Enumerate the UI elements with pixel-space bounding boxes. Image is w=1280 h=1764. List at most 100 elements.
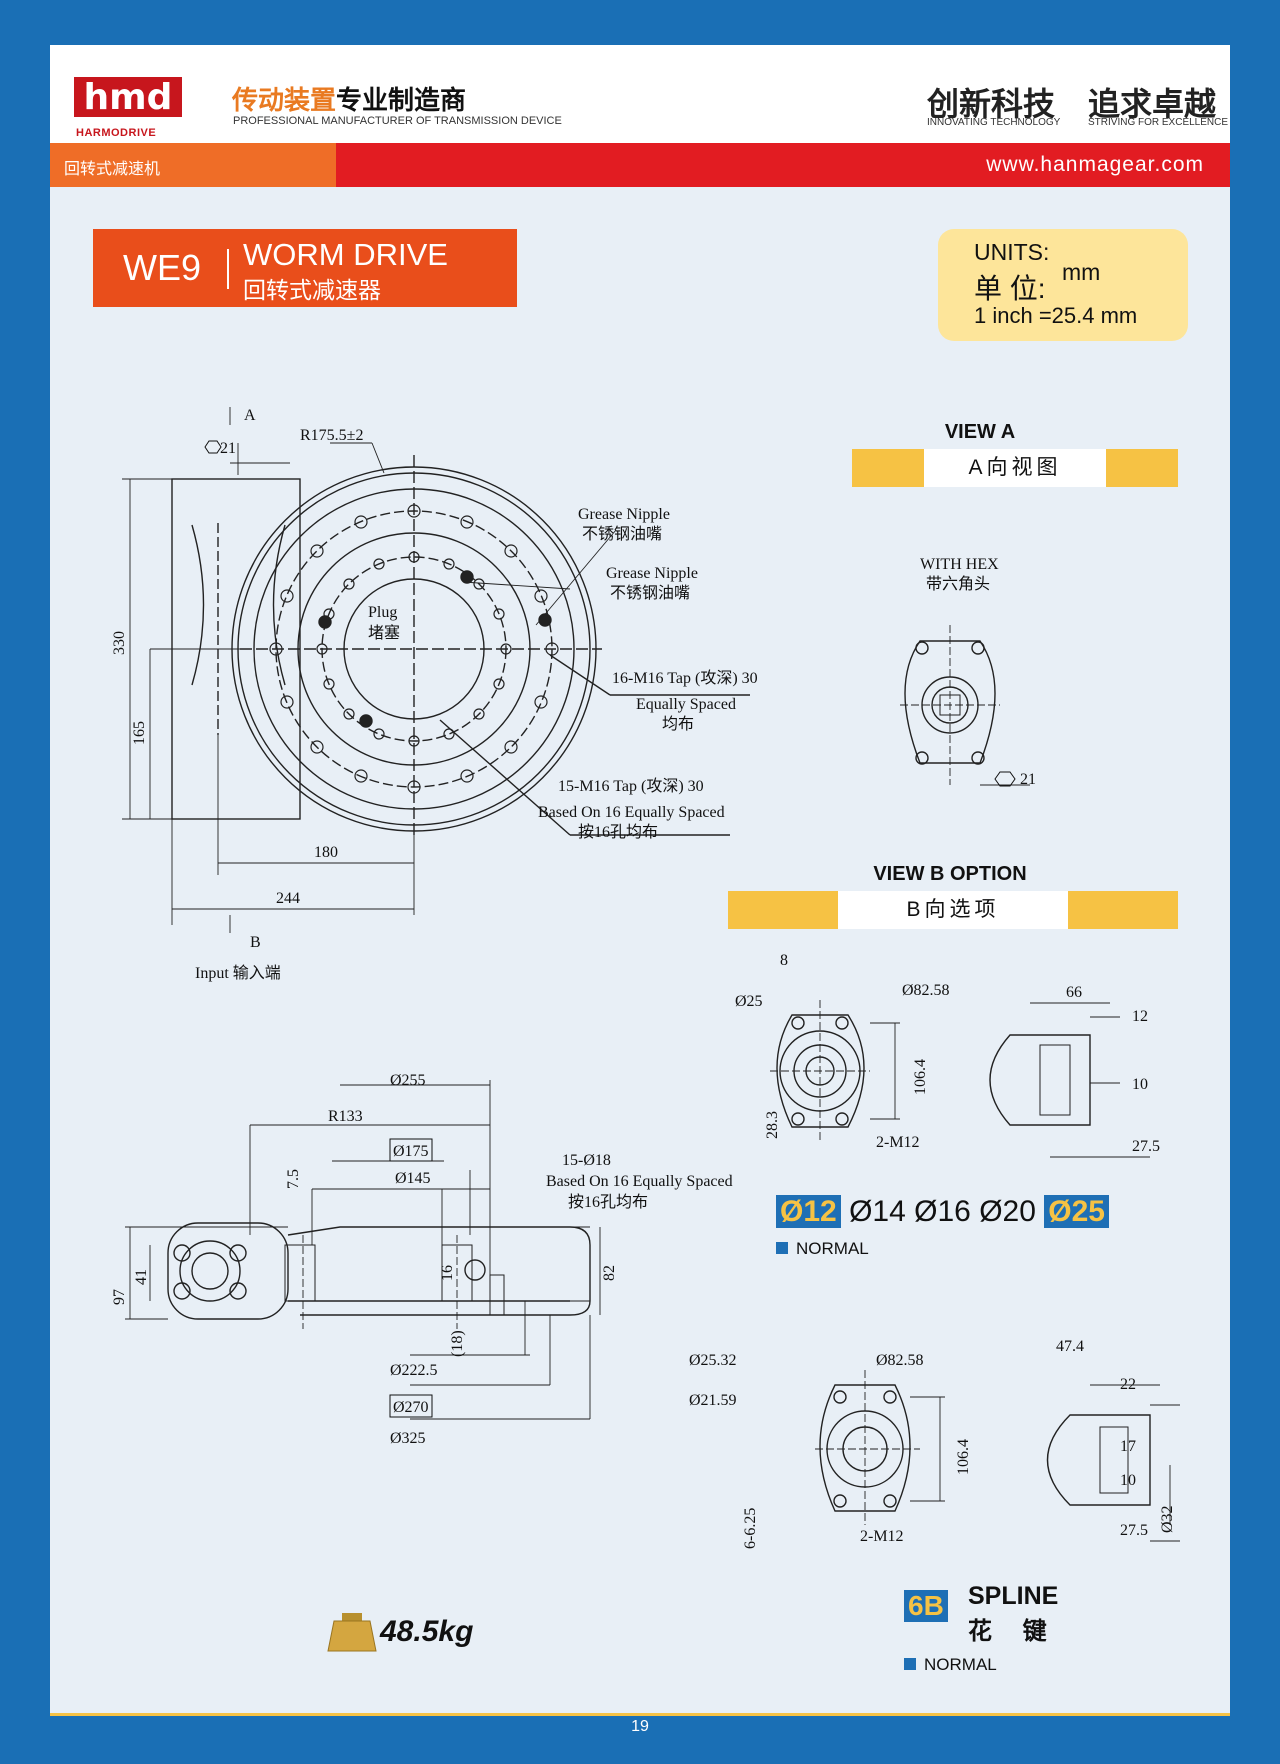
spline-pilot: Ø82.58 bbox=[876, 1352, 924, 1369]
view-b-title: VIEW B OPTION bbox=[873, 863, 1027, 885]
view-a-hex-size: 21 bbox=[1020, 771, 1036, 788]
tap2-spacing-cn: 按16孔均布 bbox=[578, 823, 658, 841]
keyed-h28: 28.3 bbox=[764, 1111, 781, 1139]
brand-title-b: 专业制造商 bbox=[336, 85, 467, 115]
units-conversion: 1 inch =25.4 mm bbox=[974, 303, 1138, 328]
view-a-bar: A向视图 bbox=[852, 449, 1178, 487]
grease1-en: Grease Nipple bbox=[578, 506, 670, 523]
grease2-cn: 不锈钢油嘴 bbox=[610, 584, 690, 602]
radius-label: R175.5±2 bbox=[300, 427, 363, 444]
hex-icon-view-a bbox=[994, 771, 1016, 787]
view-b-subtitle: B向选项 bbox=[838, 891, 1068, 929]
units-value: mm bbox=[1062, 259, 1101, 285]
slogan-striving-cn: 追求卓越 bbox=[1088, 85, 1217, 123]
model-code: WE9 bbox=[123, 247, 202, 288]
keyed-bore: Ø25 bbox=[735, 993, 763, 1010]
model-title: WORM DRIVE bbox=[243, 237, 448, 272]
front-view bbox=[122, 407, 750, 933]
technical-drawing: 21 A R175.5±2 Grease Nipple 不锈钢油嘴 Grease… bbox=[111, 407, 1180, 1652]
spline-w10: 10 bbox=[1120, 1472, 1136, 1489]
view-a-subtitle: A向视图 bbox=[924, 449, 1106, 487]
side-h41: 41 bbox=[133, 1269, 150, 1285]
website-link[interactable]: www.hanmagear.com bbox=[986, 153, 1204, 176]
tap1-spacing-cn: 均布 bbox=[662, 715, 694, 733]
model-separator bbox=[227, 249, 229, 289]
units-box: UNITS: 单 位: mm 1 inch =25.4 mm bbox=[938, 229, 1188, 341]
shaft-normal-label: NORMAL bbox=[796, 1239, 869, 1258]
spline-od: Ø25.32 bbox=[689, 1352, 737, 1369]
keyed-key: 8 bbox=[780, 952, 788, 969]
view-a-hex-cn: 带六角头 bbox=[926, 575, 990, 593]
front-hex-label: 21 bbox=[220, 440, 236, 457]
size-20[interactable]: Ø20 bbox=[979, 1195, 1036, 1228]
page-number: 19 bbox=[631, 1718, 649, 1735]
view-a-title: VIEW A bbox=[944, 421, 1016, 443]
spline-d32: Ø32 bbox=[1159, 1505, 1176, 1533]
spline-w17: 17 bbox=[1120, 1438, 1136, 1455]
side-h82: 82 bbox=[601, 1265, 618, 1281]
spline-code: 6B bbox=[904, 1590, 948, 1622]
plug-en: Plug bbox=[368, 604, 397, 621]
view-b-bar: B向选项 bbox=[728, 891, 1178, 929]
spline-title-cn: 花 键 bbox=[968, 1618, 1059, 1645]
tap2-spacing: Based On 16 Equally Spaced bbox=[538, 804, 725, 821]
drawing-labels: 21 A R175.5±2 Grease Nipple 不锈钢油嘴 Grease… bbox=[111, 407, 1176, 1549]
size-16[interactable]: Ø16 bbox=[914, 1195, 971, 1228]
dim-244: 244 bbox=[276, 890, 300, 907]
spline-teeth: 6-6.25 bbox=[742, 1508, 759, 1549]
shaft-size-options: Ø12 Ø14 Ø16 Ø20 Ø25 bbox=[776, 1195, 1109, 1229]
hex-icon bbox=[204, 440, 222, 454]
catalog-page: hmd HARMODRIVE 传动装置专业制造商 PROFESSIONAL MA… bbox=[50, 45, 1230, 1716]
side-r133: R133 bbox=[328, 1108, 363, 1125]
label-a: A bbox=[244, 407, 256, 424]
spline-w27: 27.5 bbox=[1120, 1522, 1148, 1539]
side-d255: Ø255 bbox=[390, 1072, 426, 1089]
tap1-spacing: Equally Spaced bbox=[636, 696, 736, 713]
svg-text:hmd: hmd bbox=[84, 77, 173, 118]
grease1-cn: 不锈钢油嘴 bbox=[582, 525, 662, 543]
spline-h106: 106.4 bbox=[955, 1439, 972, 1475]
side-7-5: 7.5 bbox=[285, 1169, 302, 1189]
units-label-cn: 单 位: bbox=[974, 273, 1046, 304]
units-label-en: UNITS: bbox=[974, 239, 1050, 265]
keyed-w27: 27.5 bbox=[1132, 1138, 1160, 1155]
side-holes: 15-Ø18 bbox=[562, 1152, 611, 1169]
size-25[interactable]: Ø25 bbox=[1044, 1195, 1109, 1228]
side-view bbox=[125, 1080, 601, 1420]
side-d175: Ø175 bbox=[393, 1143, 429, 1160]
spline-normal-legend: NORMAL bbox=[904, 1655, 997, 1675]
view-a-hex-en: WITH HEX bbox=[920, 556, 999, 573]
input-label: Input 输入端 bbox=[195, 964, 281, 982]
brand-subtitle: PROFESSIONAL MANUFACTURER OF TRANSMISSIO… bbox=[233, 115, 562, 127]
size-14[interactable]: Ø14 bbox=[849, 1195, 906, 1228]
side-d145: Ø145 bbox=[395, 1170, 431, 1187]
side-d325: Ø325 bbox=[390, 1430, 426, 1447]
category-band: 回转式减速机 www.hanmagear.com bbox=[50, 143, 1230, 187]
weight-icon bbox=[327, 1613, 377, 1652]
brand-title-a: 传动装置 bbox=[232, 85, 337, 115]
keyed-w10: 10 bbox=[1132, 1076, 1148, 1093]
spline-title: SPLINE bbox=[968, 1582, 1059, 1610]
side-holes-spacing: Based On 16 Equally Spaced bbox=[546, 1173, 733, 1190]
slogan-striving-en: STRIVING FOR EXCELLENCE bbox=[1088, 117, 1229, 128]
keyed-h106: 106.4 bbox=[912, 1059, 929, 1095]
slogan-innovating-en: INNOVATING TECHNOLOGY bbox=[927, 117, 1061, 128]
dim-165: 165 bbox=[131, 721, 148, 745]
view-a-drawing bbox=[900, 625, 1030, 786]
page-header: hmd HARMODRIVE 传动装置专业制造商 PROFESSIONAL MA… bbox=[50, 45, 1230, 143]
spline-screws: 2-M12 bbox=[860, 1528, 904, 1545]
keyed-w12: 12 bbox=[1132, 1008, 1148, 1025]
label-b: B bbox=[250, 934, 261, 951]
side-h16: 16 bbox=[439, 1265, 456, 1281]
shaft-normal-legend: NORMAL bbox=[776, 1239, 869, 1259]
legend-square-icon bbox=[776, 1242, 788, 1254]
category-tab: 回转式减速机 bbox=[50, 143, 336, 187]
dim-180: 180 bbox=[314, 844, 338, 861]
model-title-box: WE9 WORM DRIVE 回转式减速器 bbox=[93, 229, 517, 307]
hmd-logo: hmd bbox=[74, 77, 182, 118]
size-12[interactable]: Ø12 bbox=[776, 1195, 841, 1228]
side-h97: 97 bbox=[111, 1289, 128, 1305]
spline-normal-label: NORMAL bbox=[924, 1655, 997, 1674]
option-keyed-drawing bbox=[770, 1000, 1150, 1158]
dim-330: 330 bbox=[111, 631, 128, 655]
